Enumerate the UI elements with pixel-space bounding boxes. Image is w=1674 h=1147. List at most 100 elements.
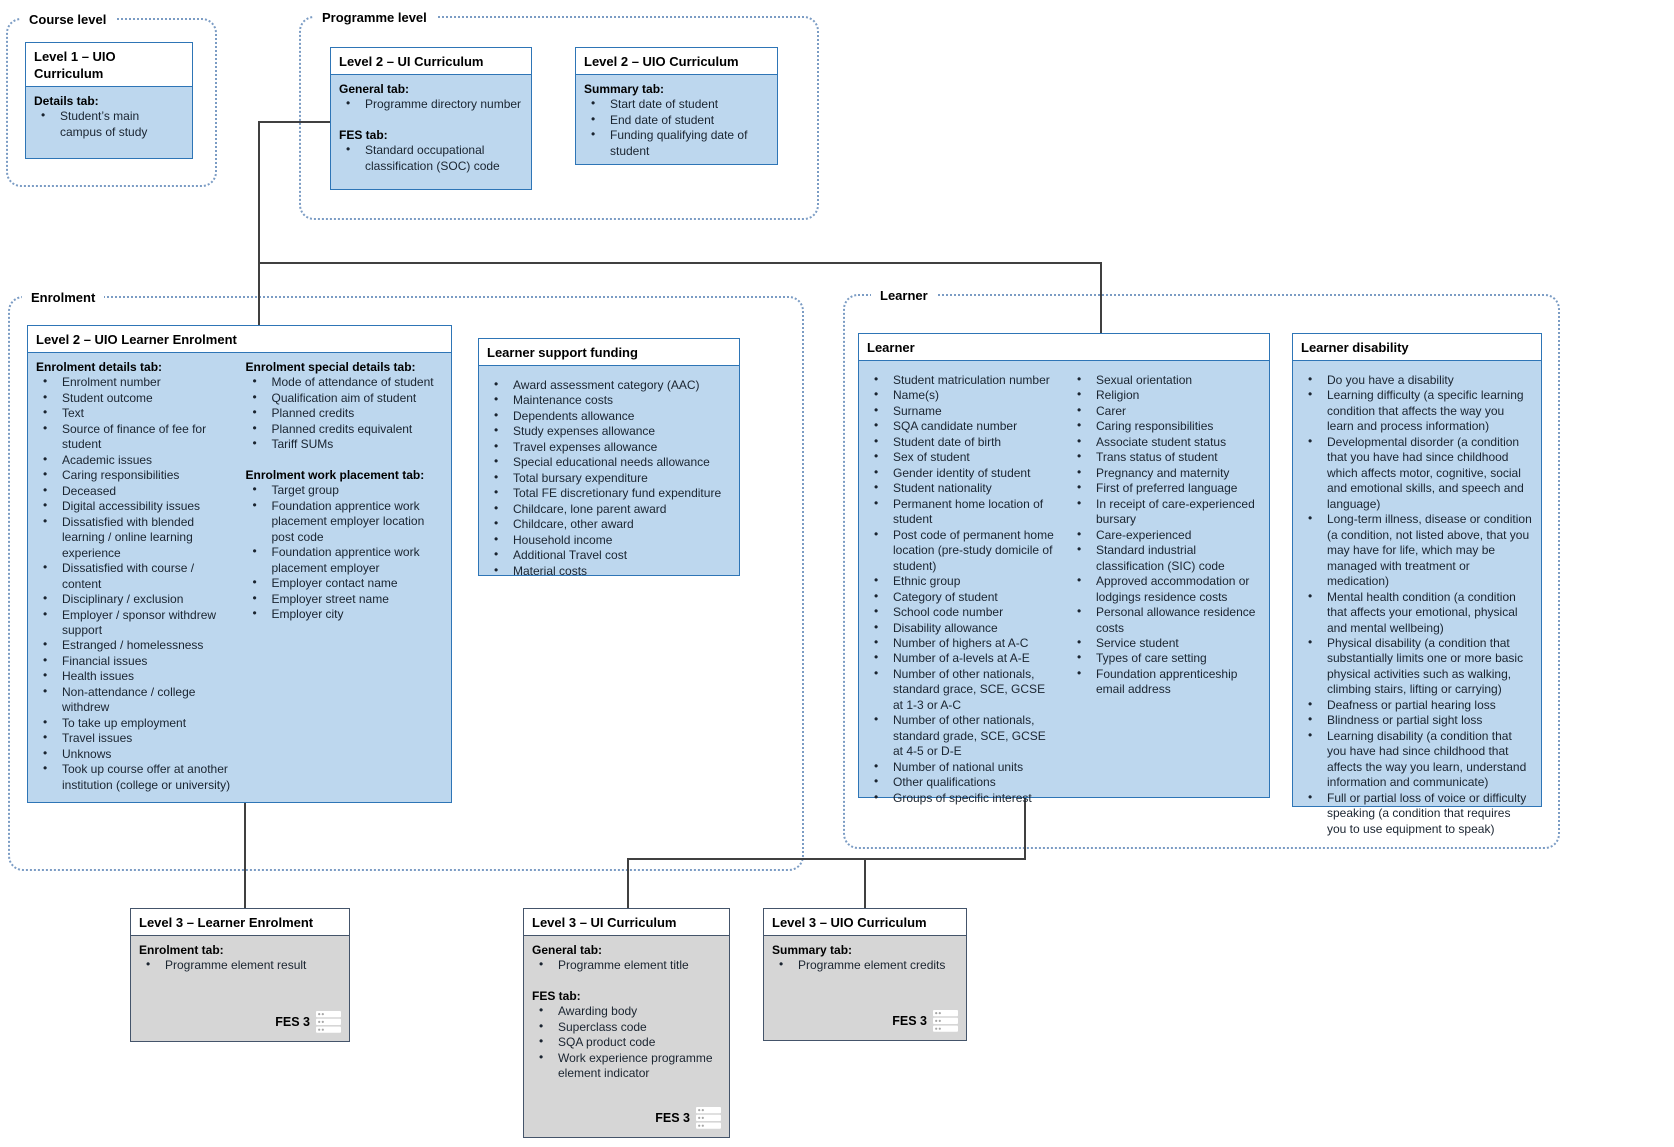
tab-heading: Details tab: bbox=[34, 94, 99, 108]
connector-enrolment-to-level3 bbox=[244, 803, 246, 908]
list-item: Dependents allowance bbox=[487, 408, 731, 424]
box-learner-support-funding: Learner support funding Award assessment… bbox=[478, 338, 740, 579]
list-item: Programme element title bbox=[532, 957, 721, 973]
list-item: Number of highers at A-C bbox=[867, 635, 1058, 651]
box-body: General tab:Programme directory numberFE… bbox=[331, 75, 531, 182]
fes-database-icon bbox=[696, 1107, 721, 1129]
list-item: Sex of student bbox=[867, 449, 1058, 465]
bullet-list: Programme element result bbox=[139, 957, 341, 973]
tab-heading: Enrolment special details tab: bbox=[245, 360, 416, 374]
list-item: Student nationality bbox=[867, 480, 1058, 496]
connector-drop-uio-curriculum bbox=[864, 858, 866, 908]
connector-learner-down bbox=[1024, 798, 1026, 860]
list-item: Mental health condition (a condition tha… bbox=[1301, 589, 1533, 636]
list-item: Start date of student bbox=[584, 96, 769, 112]
list-item: Carer bbox=[1070, 403, 1261, 419]
list-item: Associate student status bbox=[1070, 434, 1261, 450]
list-item: Types of care setting bbox=[1070, 650, 1261, 666]
list-item: SQA product code bbox=[532, 1034, 721, 1050]
list-item: Programme directory number bbox=[339, 96, 523, 112]
list-item: Funding qualifying date of student bbox=[584, 127, 769, 159]
list-item: Special educational needs allowance bbox=[487, 454, 731, 470]
list-item: Caring responsibilities bbox=[1070, 418, 1261, 434]
list-item: Foundation apprenticeship email address bbox=[1070, 666, 1261, 698]
list-item: Standard occupational classification (SO… bbox=[339, 142, 523, 174]
list-item: Health issues bbox=[36, 668, 234, 684]
list-item: Award assessment category (AAC) bbox=[487, 377, 731, 393]
group-course-level: Course level bbox=[6, 10, 217, 187]
fes-3-badge: FES 3 bbox=[892, 1010, 958, 1032]
list-item: Developmental disorder (a condition that… bbox=[1301, 434, 1533, 512]
box-body: Summary tab:Programme element credits bbox=[764, 936, 966, 982]
list-item: Academic issues bbox=[36, 452, 234, 468]
box-title: Level 1 – UIO Curriculum bbox=[26, 43, 192, 87]
bullet-list: Student matriculation numberName(s)Surna… bbox=[867, 372, 1058, 806]
list-item: Post code of permanent home location (pr… bbox=[867, 527, 1058, 574]
list-item: Long-term illness, disease or condition … bbox=[1301, 511, 1533, 589]
list-item: Target group bbox=[246, 482, 444, 498]
list-item: Surname bbox=[867, 403, 1058, 419]
list-item: Total FE discretionary fund expenditure bbox=[487, 485, 731, 501]
list-item: Standard industrial classification (SIC)… bbox=[1070, 542, 1261, 574]
group-course-level-label: Course level bbox=[20, 10, 116, 29]
list-item: Groups of specific interest bbox=[867, 790, 1058, 806]
tab-heading: General tab: bbox=[532, 943, 603, 957]
connector-level3-horizontal bbox=[627, 858, 1026, 860]
box-body: Award assessment category (AAC)Maintenan… bbox=[479, 366, 739, 587]
list-item: Additional Travel cost bbox=[487, 547, 731, 563]
tab-heading: Enrolment details tab: bbox=[36, 360, 163, 374]
box-level2-uio-learner-enrolment: Level 2 – UIO Learner Enrolment Enrolmen… bbox=[27, 325, 452, 803]
connector-vertical-to-enrolment bbox=[258, 121, 260, 325]
box-title: Level 2 – UI Curriculum bbox=[331, 48, 531, 75]
bullet-list: Do you have a disabilityLearning difficu… bbox=[1301, 372, 1533, 837]
fes-3-badge: FES 3 bbox=[655, 1107, 721, 1129]
bullet-list: Programme element title bbox=[532, 957, 721, 973]
list-item: Unknows bbox=[36, 746, 234, 762]
list-item: Approved accommodation or lodgings resid… bbox=[1070, 573, 1261, 605]
box-title: Level 3 – Learner Enrolment bbox=[131, 909, 349, 936]
box-level2-uio-curriculum: Level 2 – UIO Curriculum Summary tab:Sta… bbox=[575, 47, 778, 165]
list-item: In receipt of care-experienced bursary bbox=[1070, 496, 1261, 528]
group-programme-level: Programme level bbox=[299, 8, 819, 220]
connector-ui-curriculum-left bbox=[258, 121, 330, 123]
bullet-list: Programme directory number bbox=[339, 96, 523, 112]
enrolment-special-column: Enrolment special details tab:Mode of at… bbox=[246, 360, 444, 793]
box-learner: Learner Student matriculation numberName… bbox=[858, 333, 1270, 806]
list-item: Learning disability (a condition that yo… bbox=[1301, 728, 1533, 791]
tab-heading: Enrolment tab: bbox=[139, 943, 224, 957]
list-item: Pregnancy and maternity bbox=[1070, 465, 1261, 481]
box-body: Enrolment details tab:Enrolment numberSt… bbox=[28, 353, 451, 801]
list-item: Childcare, lone parent award bbox=[487, 501, 731, 517]
bullet-list: Enrolment numberStudent outcomeTextSourc… bbox=[36, 374, 234, 793]
list-item: Planned credits equivalent bbox=[246, 421, 444, 437]
tab-heading: Summary tab: bbox=[584, 82, 665, 96]
box-title: Learner bbox=[859, 334, 1269, 361]
list-item: Full or partial loss of voice or difficu… bbox=[1301, 790, 1533, 837]
list-item: Superclass code bbox=[532, 1019, 721, 1035]
list-item: Employer / sponsor withdrew support bbox=[36, 607, 234, 639]
list-item: Mode of attendance of student bbox=[246, 374, 444, 390]
list-item: Qualification aim of student bbox=[246, 390, 444, 406]
connector-horizontal-branch bbox=[258, 262, 1102, 264]
list-item: Employer contact name bbox=[246, 575, 444, 591]
list-item: Sexual orientation bbox=[1070, 372, 1261, 388]
group-enrolment-label: Enrolment bbox=[22, 288, 105, 307]
list-item: Service student bbox=[1070, 635, 1261, 651]
fes-3-label: FES 3 bbox=[275, 1015, 310, 1029]
learner-column-1: Student matriculation numberName(s)Surna… bbox=[867, 372, 1058, 806]
bullet-list: Target groupFoundation apprentice work p… bbox=[246, 482, 444, 622]
list-item: Number of a-levels at A-E bbox=[867, 650, 1058, 666]
tab-heading: FES tab: bbox=[532, 988, 581, 1003]
list-item: Number of other nationals, standard grac… bbox=[867, 666, 1058, 713]
list-item: Maintenance costs bbox=[487, 392, 731, 408]
list-item: Source of finance of fee for student bbox=[36, 421, 234, 453]
group-programme-level-label: Programme level bbox=[313, 8, 436, 27]
list-item: Estranged / homelessness bbox=[36, 637, 234, 653]
tab-heading: Summary tab: bbox=[772, 943, 853, 957]
list-item: Dissatisfied with course / content bbox=[36, 560, 234, 592]
group-enrolment: Enrolment bbox=[8, 288, 804, 871]
bullet-list: Awarding bodySuperclass codeSQA product … bbox=[532, 1003, 721, 1081]
list-item: Gender identity of student bbox=[867, 465, 1058, 481]
list-item: Digital accessibility issues bbox=[36, 498, 234, 514]
bullet-list: Start date of studentEnd date of student… bbox=[584, 96, 769, 159]
